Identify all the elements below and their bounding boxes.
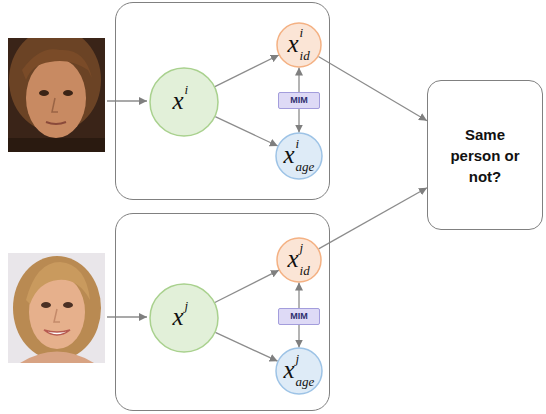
circle-shape <box>277 238 321 282</box>
mim-label: MIM <box>290 96 308 105</box>
identity-circle: xi id <box>276 22 322 68</box>
circle-shape <box>150 68 218 136</box>
superscript-index: i <box>300 26 304 39</box>
circle-shape <box>277 23 321 67</box>
connector-arrow <box>215 332 277 361</box>
connector-arrow <box>215 55 279 87</box>
variable-name: x <box>283 356 294 383</box>
circle-shape <box>150 284 218 352</box>
superscript-index: j <box>185 299 189 312</box>
connector-arrow <box>215 270 279 302</box>
superscript-index: j <box>296 352 300 365</box>
superscript-index: i <box>185 83 189 96</box>
superscript-index: j <box>300 241 304 254</box>
input-arrow <box>107 100 147 101</box>
group-frame: xjxjidMIMxjage <box>115 213 330 411</box>
text-holder: MIM <box>279 93 319 108</box>
mim-label: MIM <box>290 312 308 321</box>
input-circle: xj <box>149 283 219 353</box>
superscript-index: i <box>296 137 300 150</box>
decision-label: Same person or not? <box>443 124 527 187</box>
text-holder: xj age <box>275 347 323 395</box>
age-circle: xj age <box>275 347 323 395</box>
math-symbol: xiage <box>283 142 294 167</box>
connector-arrow <box>298 109 299 133</box>
input-arrow <box>107 316 147 317</box>
circle-outline <box>149 283 219 353</box>
math-symbol: xiid <box>287 31 298 56</box>
subscript-label: id <box>300 264 310 277</box>
circle-outline <box>149 67 219 137</box>
face-photo <box>8 38 105 152</box>
mim-box: MIM <box>278 308 320 325</box>
connector-arrow <box>318 56 427 120</box>
variable-name: x <box>172 303 183 330</box>
circle-shape <box>276 133 322 179</box>
math-symbol: xj <box>172 304 183 329</box>
connector-arrow <box>298 325 299 348</box>
variable-name: x <box>283 141 294 168</box>
circle-outline <box>276 22 322 68</box>
text-holder: xj <box>149 283 219 353</box>
connector-arrow <box>298 283 299 309</box>
age-circle: xi age <box>275 132 323 180</box>
text-holder: xj id <box>276 237 322 283</box>
subscript-label: age <box>296 160 315 173</box>
connector-arrow <box>319 188 427 249</box>
text-holder: MIM <box>279 309 319 324</box>
input-circle: xi <box>149 67 219 137</box>
group-frame: xixiidMIMxiage <box>115 2 330 200</box>
variable-name: x <box>287 30 298 57</box>
circle-outline <box>276 237 322 283</box>
mim-box: MIM <box>278 92 320 109</box>
circle-shape <box>276 348 322 394</box>
text-holder: xi <box>149 67 219 137</box>
text-holder: xi id <box>276 22 322 68</box>
variable-name: x <box>172 87 183 114</box>
math-symbol: xjid <box>287 246 298 271</box>
subscript-label: age <box>296 375 315 388</box>
face-photo <box>8 253 105 363</box>
identity-circle: xj id <box>276 237 322 283</box>
math-symbol: xi <box>172 88 183 113</box>
text-holder: Same person or not? <box>428 81 542 229</box>
subscript-label: id <box>300 49 310 62</box>
math-symbol: xjage <box>283 357 294 382</box>
text-holder: xi age <box>275 132 323 180</box>
connector-arrow <box>298 68 299 93</box>
variable-name: x <box>287 245 298 272</box>
connector-arrow <box>215 117 277 146</box>
decision-box: Same person or not? <box>427 80 543 230</box>
